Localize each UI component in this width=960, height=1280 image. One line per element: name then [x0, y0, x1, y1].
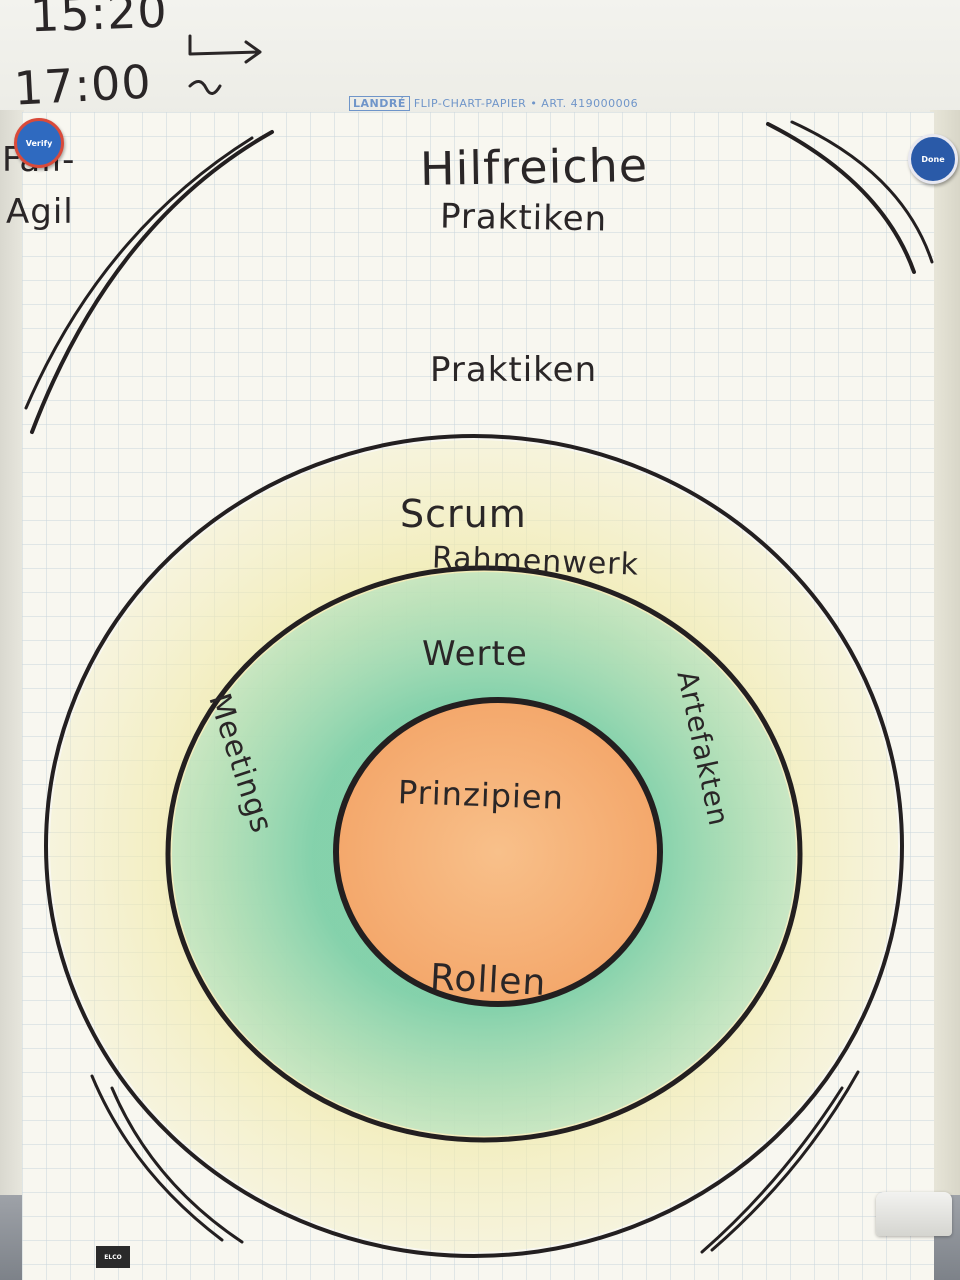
core-bottom-label: Prinzipien [397, 773, 565, 817]
wall-right [930, 110, 960, 1200]
elco-logo: ELCO [96, 1246, 130, 1268]
done-magnet: Done [908, 134, 958, 184]
whiteboard [0, 0, 960, 120]
verify-magnet-label: Verify [25, 138, 53, 148]
chart-title-line2: Praktiken [439, 196, 608, 240]
paper-brand: LANDRÉ [349, 96, 410, 111]
paper-header-text: FLIP-CHART-PAPIER • ART. 419000006 [413, 97, 639, 110]
wall-left [0, 110, 24, 1200]
chart-title-line1: Hilfreiche [419, 138, 649, 196]
done-magnet-label: Done [921, 154, 945, 164]
middle-ring-label-line2: Rahmenwerk [431, 540, 640, 583]
flipchart-paper [22, 112, 934, 1280]
middle-ring-label-line1: Scrum [400, 492, 527, 536]
time-note-top: 15:20 [29, 0, 169, 43]
radiator-valve [876, 1192, 952, 1236]
outer-ring-label: Praktiken [430, 350, 598, 390]
elco-logo-text: ELCO [104, 1253, 122, 1261]
time-note-bottom: 17:00 [12, 54, 153, 116]
middle-ring-bottom-label: Rollen [429, 956, 548, 1005]
verify-magnet: Verify [14, 118, 64, 168]
side-note-line2: Agil [6, 192, 74, 232]
core-top-label: Werte [422, 634, 528, 674]
arrow-icon [188, 34, 262, 95]
